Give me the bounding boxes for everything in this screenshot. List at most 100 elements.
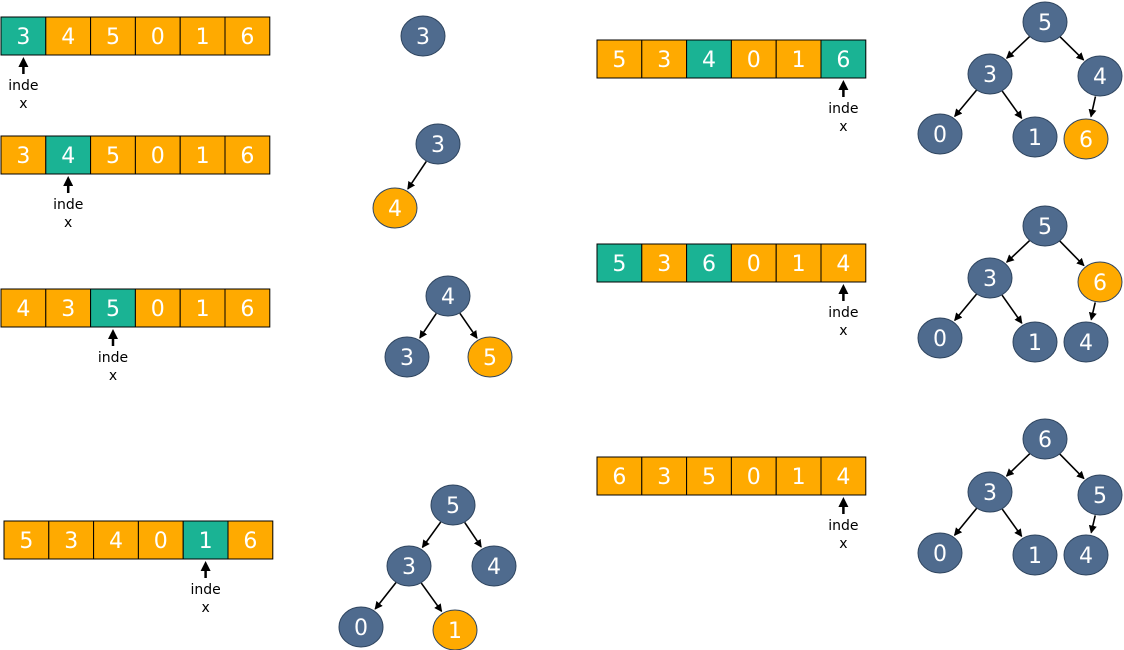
tree-node-inserted [1077,261,1123,303]
array-cell-value: 1 [196,25,210,50]
tree-node [917,317,963,359]
array-cell-value: 0 [747,465,761,490]
tree-node [917,113,963,155]
tree-node-value: 4 [1093,65,1107,90]
array-cell [0,288,47,328]
tree-node-value: 5 [483,346,497,371]
array-cell [224,135,271,175]
index-label-line2: x [201,600,209,616]
tree-edge [1088,96,1097,118]
array-cell [730,456,777,496]
tree-node-value: 4 [1079,544,1093,569]
array-cell [775,456,822,496]
tree-edge [954,89,978,118]
array-cell [224,16,271,56]
array-cell-highlighted [686,39,732,79]
tree-node-value: 3 [431,133,445,158]
tree-node [1022,1,1068,43]
tree-edge [459,312,478,339]
tree-node [338,606,384,648]
array-cell [134,135,181,175]
array-cell-value: 0 [151,144,165,169]
tree-node-inserted [372,187,418,229]
index-label-line1: inde [53,197,83,213]
tree-node-value: 6 [1079,128,1093,153]
tree-node [415,123,461,165]
tree-node-value: 1 [1028,126,1042,151]
tree-node [1012,534,1058,576]
tree-edge [1059,453,1085,480]
array-cell [179,16,226,56]
index-label-line2: x [839,536,847,552]
array-cell [596,456,643,496]
tree-node-value: 0 [933,123,947,148]
tree-node [1022,205,1068,247]
tree-node-value: 0 [933,327,947,352]
tree-edge [1088,515,1097,534]
array-cell-value: 3 [657,48,671,73]
array-cell-highlighted [182,520,229,560]
tree-edge [420,582,443,613]
tree-edge [1059,240,1085,267]
array-cell-value: 1 [792,465,806,490]
array-cell-value: 6 [243,529,257,554]
array-cell-value: 1 [196,297,210,322]
tree-node-value: 6 [1038,428,1052,453]
array-cell [775,39,822,79]
array-cell-value: 5 [106,144,120,169]
array-cell [641,39,688,79]
tree-node-value: 3 [983,481,997,506]
array-cell [820,456,867,496]
array-cell-value: 4 [61,25,75,50]
array-cell-value: 4 [836,465,850,490]
tree-node-inserted [467,336,513,378]
tree-step2: 34 [372,123,461,229]
tree-node-value: 1 [1028,544,1042,569]
tree-node [967,53,1013,95]
array-cell [775,243,822,283]
tree-edge [953,507,978,536]
tree-node-value: 0 [933,542,947,567]
array-cell [3,520,50,560]
array-cell-value: 4 [702,48,716,73]
tree-edge [1001,294,1023,325]
tree-edge [1059,36,1085,61]
array-cell-value: 1 [196,144,210,169]
array-cell-highlighted [820,39,867,79]
index-label-line1: inde [828,101,858,117]
array-cell-value: 6 [240,25,254,50]
array-cell-highlighted [45,135,92,175]
tree-edge [419,312,437,339]
array-cell [45,16,92,56]
array-cell-value: 3 [16,144,30,169]
array-cell-value: 6 [836,48,850,73]
array-cell [179,288,226,328]
tree-node [1022,418,1068,460]
array-cell [641,456,688,496]
array-cell-value: 4 [109,529,123,554]
tree-node [1012,116,1058,158]
tree-node [1077,474,1123,516]
tree-node-inserted [1063,118,1109,160]
array-cell-value: 5 [106,25,120,50]
array-cell-value: 5 [702,465,716,490]
index-label-line1: inde [98,350,128,366]
index-label-line2: x [64,215,72,231]
index-label-line1: inde [8,78,38,94]
tree-node [384,336,430,378]
tree-node [471,545,517,587]
tree-node [967,257,1013,299]
tree-node-value: 4 [487,555,501,580]
index-label-line1: inde [828,305,858,321]
tree-node [1077,55,1123,97]
tree-edge [1005,239,1031,263]
tree-node-value: 6 [1093,271,1107,296]
array-cell-value: 1 [792,252,806,277]
array-cell-highlighted [686,243,732,283]
array-cell-value: 5 [612,252,626,277]
